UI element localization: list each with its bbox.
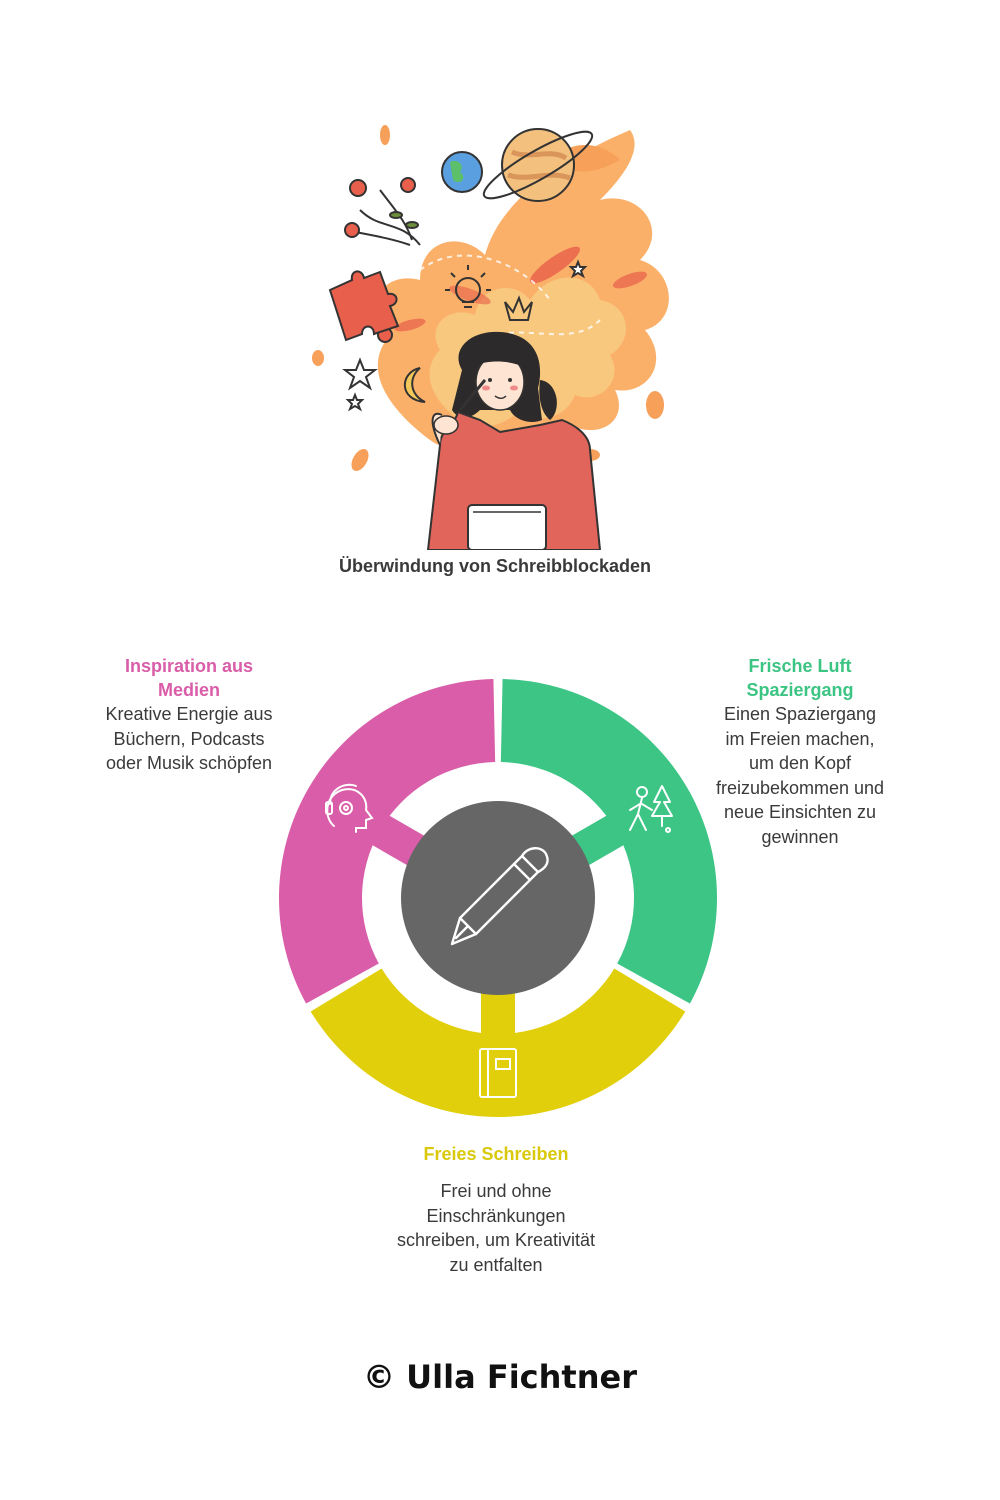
segment-media-description: Kreative Energie aus Büchern, Podcasts o… bbox=[105, 704, 273, 773]
segment-media-connector bbox=[368, 813, 426, 866]
crown-icon bbox=[504, 295, 533, 321]
segment-media-title: Inspiration aus Medien bbox=[124, 656, 254, 700]
woman-figure bbox=[426, 331, 602, 550]
segment-free-writing-title: Freies Schreiben bbox=[423, 1144, 569, 1164]
walking-person-tree-icon bbox=[629, 785, 673, 833]
segment-free-writing-connector bbox=[481, 992, 515, 1038]
earth-icon bbox=[441, 151, 483, 193]
segment-media: Inspiration aus Medien Kreative Energie … bbox=[100, 654, 278, 776]
segment-fresh-air-description: Einen Spaziergang im Freien machen, um d… bbox=[715, 704, 885, 847]
planet-saturn-icon bbox=[482, 128, 594, 202]
segment-fresh-air: Frische Luft Spaziergang Einen Spazierga… bbox=[712, 654, 888, 849]
segment-free-writing-description: Frei und ohne Einschränkungen schreiben,… bbox=[396, 1181, 596, 1275]
moon-icon bbox=[403, 367, 426, 403]
segment-free-writing-arc bbox=[310, 968, 686, 1117]
writer-illustration bbox=[312, 125, 669, 550]
copyright-notice: © Ulla Fichtner bbox=[363, 1358, 637, 1396]
star-icon bbox=[342, 259, 588, 412]
center-circle bbox=[401, 801, 595, 995]
segment-media-arc bbox=[279, 679, 496, 1004]
lightbulb-icon bbox=[445, 265, 491, 308]
segment-ring bbox=[279, 679, 717, 1117]
page-title: Überwindung von Schreibblockaden bbox=[338, 556, 652, 576]
pen-icon bbox=[450, 847, 549, 946]
segment-fresh-air-connector bbox=[570, 813, 628, 866]
headphones-head-icon bbox=[325, 783, 374, 833]
segment-fresh-air-arc bbox=[500, 679, 717, 1004]
segment-fresh-air-title: Frische Luft Spaziergang bbox=[746, 656, 854, 700]
cycle-diagram bbox=[279, 679, 717, 1117]
puzzle-piece-icon bbox=[328, 270, 400, 342]
notebook-icon bbox=[479, 1048, 517, 1098]
